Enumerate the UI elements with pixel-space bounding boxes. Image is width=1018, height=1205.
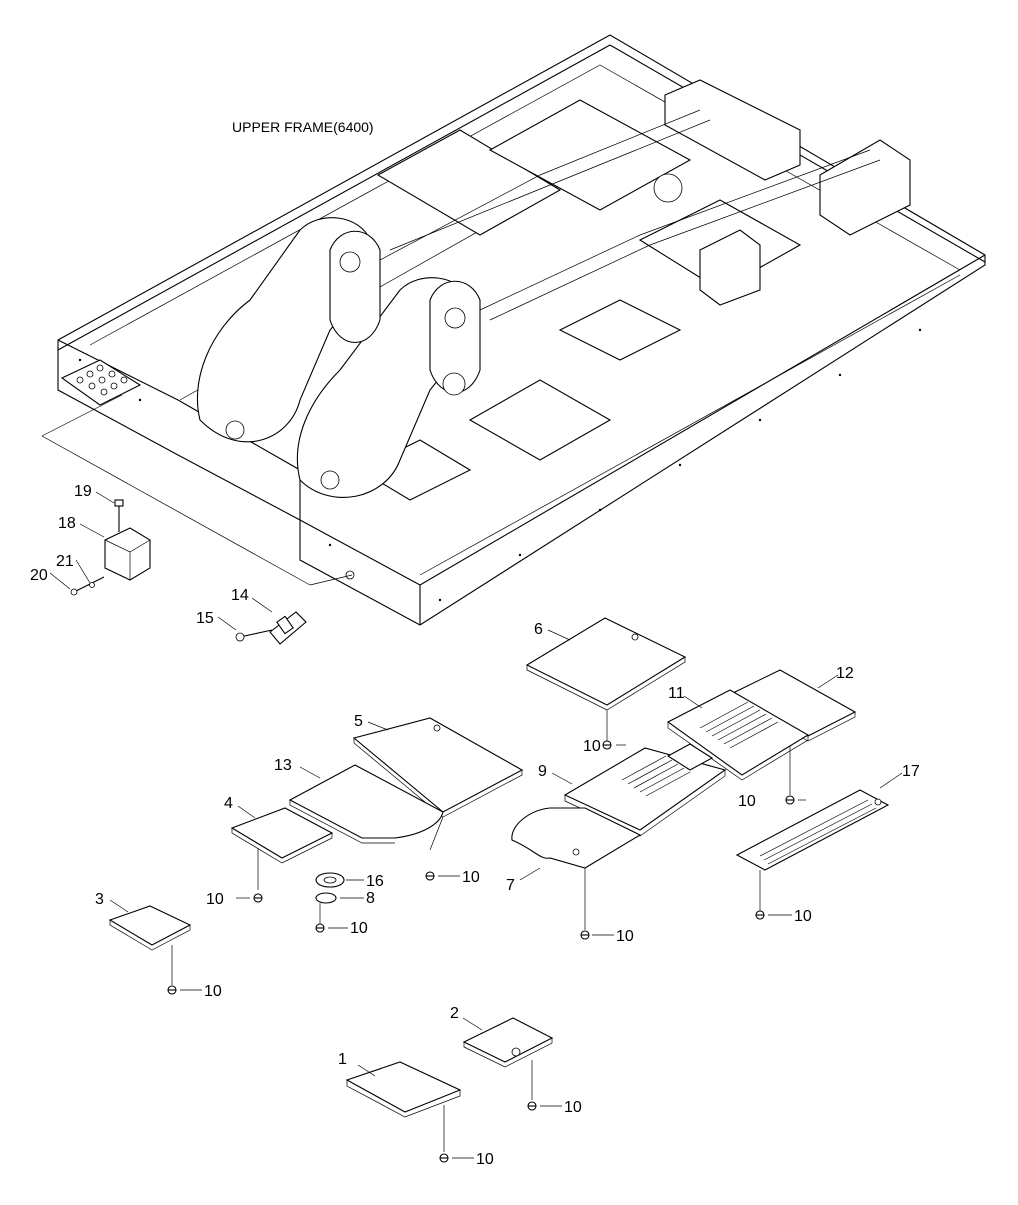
callout-leaders: [49, 491, 903, 1159]
callout-10-i: 10: [564, 1099, 582, 1116]
plate-17: [735, 789, 890, 912]
callout-10-a: 10: [583, 738, 601, 755]
callout-11: 11: [668, 685, 685, 702]
plate-6: [525, 617, 687, 742]
callout-2: 2: [450, 1005, 459, 1022]
callout-6: 6: [534, 621, 543, 638]
callout-10-c: 10: [462, 869, 480, 886]
callout-21: 21: [56, 553, 74, 570]
cover-plate-14: [235, 611, 307, 645]
frame-title: UPPER FRAME(6400): [232, 119, 374, 135]
plate-1: [345, 1061, 462, 1152]
callout-17: 17: [902, 763, 920, 780]
callout-3: 3: [95, 891, 104, 908]
callout-10-g: 10: [794, 908, 812, 925]
callout-15: 15: [196, 610, 214, 627]
callout-7: 7: [506, 877, 515, 894]
step-grid: [76, 364, 128, 396]
callout-10-e: 10: [350, 920, 368, 937]
callouts: 1 2 3 4 5 6 7 8 9 11 12 13 14 15 16 17 1…: [30, 483, 920, 1168]
callout-12: 12: [836, 665, 854, 682]
plate-7: [511, 807, 642, 930]
gasket-16-8: [315, 872, 345, 925]
plate-13: [288, 764, 444, 844]
plate-11: [666, 689, 810, 781]
plate-5: [352, 717, 524, 851]
frame-rivets: [78, 328, 922, 602]
upper-frame: [41, 34, 986, 626]
plate-4: [230, 807, 334, 890]
grate-11: [699, 701, 779, 749]
plate-9: [563, 743, 727, 837]
callout-10-h: 10: [204, 983, 222, 1000]
callout-14: 14: [231, 587, 249, 604]
callout-20: 20: [30, 567, 48, 584]
callout-10-f: 10: [616, 928, 634, 945]
callout-8: 8: [366, 890, 375, 907]
callout-19: 19: [74, 483, 92, 500]
plate-3: [108, 905, 192, 985]
callout-16: 16: [366, 873, 384, 890]
callout-18: 18: [58, 515, 76, 532]
plate-2: [462, 1017, 554, 1100]
callout-5: 5: [354, 713, 363, 730]
grate-9: [621, 755, 691, 797]
bolt-markers: [167, 740, 795, 1163]
grate-17: [759, 799, 877, 865]
callout-10-b: 10: [738, 793, 756, 810]
callout-13: 13: [274, 757, 292, 774]
callout-4: 4: [224, 795, 233, 812]
bracket-assembly: [70, 499, 151, 596]
callout-1: 1: [338, 1051, 347, 1068]
callout-10-d: 10: [206, 891, 224, 908]
callout-9: 9: [538, 763, 547, 780]
callout-10-j: 10: [476, 1151, 494, 1168]
